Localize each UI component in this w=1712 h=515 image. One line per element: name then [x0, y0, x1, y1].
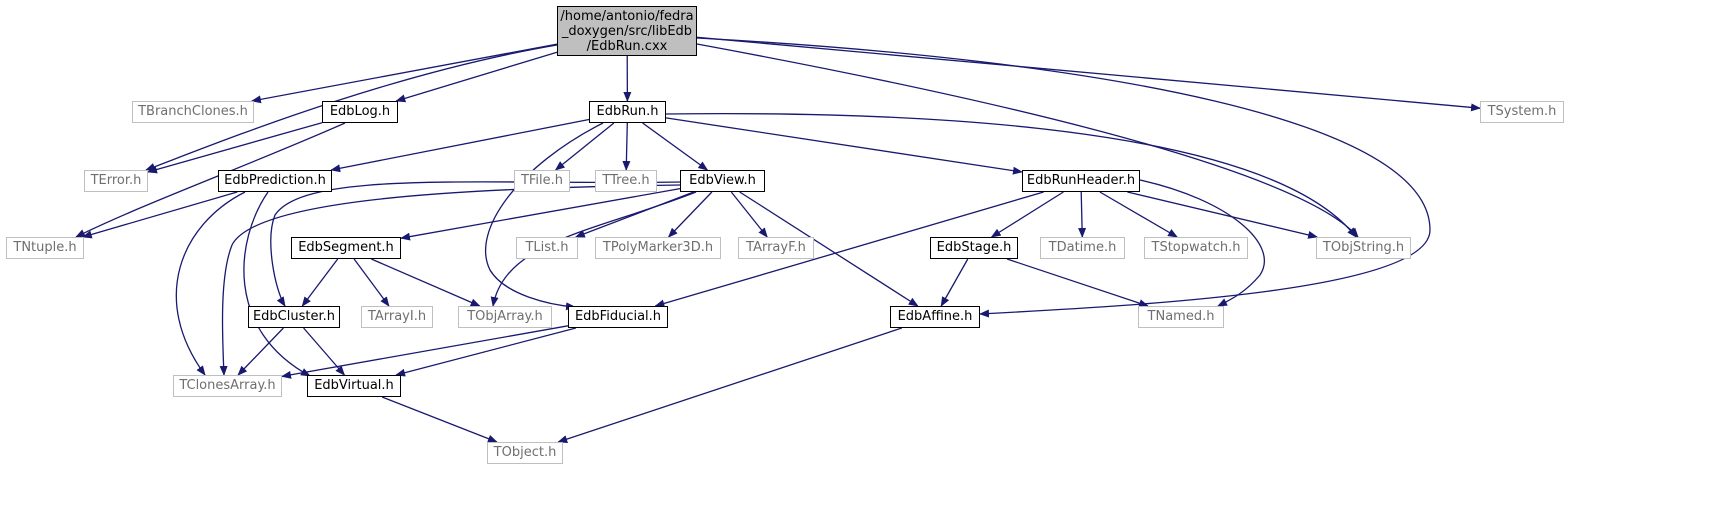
node-edbcluster[interactable]: EdbCluster.h — [248, 306, 340, 328]
node-label-tarrayf: TArrayF.h — [746, 240, 806, 255]
node-edbrunheader[interactable]: EdbRunHeader.h — [1022, 170, 1140, 192]
node-tsystem: TSystem.h — [1480, 101, 1564, 123]
edge-root-to-tobjstring — [696, 43, 1359, 238]
edge-edbrun-to-ttree — [622, 122, 631, 171]
node-label-tstopwatch: TStopwatch.h — [1151, 240, 1241, 255]
node-tobject: TObject.h — [487, 442, 563, 464]
edge-edbstage-to-edbaffine — [940, 258, 969, 307]
node-label-edbprediction: EdbPrediction.h — [224, 173, 326, 188]
node-root[interactable]: /home/antonio/fedra _doxygen/src/libEdb … — [557, 6, 697, 56]
edge-edbrunheader-to-edbstage — [990, 191, 1064, 238]
edge-edbcluster-to-edbvirtual — [303, 327, 346, 376]
edge-edbcluster-to-tclonesarray — [237, 327, 284, 376]
node-tclonesarray: TClonesArray.h — [173, 375, 282, 397]
node-label-edbrunheader: EdbRunHeader.h — [1026, 173, 1136, 188]
edge-edbrunheader-to-tnamed — [1139, 179, 1266, 307]
node-label-edbsegment: EdbSegment.h — [298, 240, 394, 255]
node-label-ttree: TTree.h — [602, 173, 650, 188]
node-label-tobject: TObject.h — [493, 445, 557, 460]
node-tfile: TFile.h — [514, 170, 570, 192]
edge-edbprediction-to-edbvirtual — [243, 191, 311, 377]
node-label-edbcluster: EdbCluster.h — [252, 309, 336, 324]
node-ttree: TTree.h — [595, 170, 657, 192]
node-tdatime: TDatime.h — [1040, 237, 1125, 259]
edge-edbvirtual-to-tobject — [381, 396, 498, 443]
node-edbfiducial[interactable]: EdbFiducial.h — [568, 306, 668, 328]
edge-edbview-to-tlist — [574, 191, 694, 238]
edge-edbprediction-to-tclonesarray — [175, 191, 246, 376]
node-label-terror: TError.h — [90, 173, 142, 188]
edge-edbrunheader-to-tdatime — [1078, 191, 1087, 238]
edge-edblog-to-tntuple — [75, 122, 346, 238]
edge-edbfiducial-to-tclonesarray — [281, 325, 569, 379]
node-label-edblog: EdbLog.h — [329, 104, 391, 119]
node-tlist: TList.h — [516, 237, 578, 259]
node-label-tfile: TFile.h — [520, 173, 564, 188]
node-label-tclonesarray: TClonesArray.h — [179, 378, 276, 393]
node-label-edbstage: EdbStage.h — [936, 240, 1012, 255]
node-edbview[interactable]: EdbView.h — [680, 170, 765, 192]
node-label-tarrayi: TArrayI.h — [367, 309, 427, 324]
node-label-edbrun: EdbRun.h — [596, 104, 659, 119]
node-label-tobjstring: TObjString.h — [1322, 240, 1405, 255]
node-label-tsystem: TSystem.h — [1487, 104, 1557, 119]
node-label-root: /home/antonio/fedra _doxygen/src/libEdb … — [560, 8, 694, 54]
node-tntuple: TNtuple.h — [6, 237, 84, 259]
node-tstopwatch: TStopwatch.h — [1144, 237, 1248, 259]
edge-edbsegment-to-tarrayi — [353, 258, 390, 307]
edge-root-to-tsystem — [696, 36, 1481, 112]
edge-edbstage-to-tnamed — [1006, 258, 1149, 307]
edge-edbaffine-to-tobject — [557, 327, 903, 443]
edge-edbrun-to-edbview — [642, 122, 709, 171]
node-edbrun[interactable]: EdbRun.h — [589, 101, 666, 123]
node-tarrayi: TArrayI.h — [361, 306, 433, 328]
edge-edbrunheader-to-tstopwatch — [1099, 191, 1178, 238]
node-tpolymarker3d: TPolyMarker3D.h — [595, 237, 721, 259]
node-label-tobjarray: TObjArray.h — [467, 309, 543, 324]
node-terror: TError.h — [84, 170, 148, 192]
node-label-edbvirtual: EdbVirtual.h — [314, 378, 394, 393]
edge-edbrun-to-tobjstring — [665, 113, 1357, 238]
node-tnamed: TNamed.h — [1138, 306, 1224, 328]
node-edbsegment[interactable]: EdbSegment.h — [291, 237, 401, 259]
edge-edbsegment-to-tobjarray — [371, 258, 481, 307]
edge-edbrun-to-edbfiducial — [484, 122, 604, 311]
node-edblog[interactable]: EdbLog.h — [322, 101, 398, 123]
edge-edblog-to-terror — [147, 122, 323, 174]
node-label-tdatime: TDatime.h — [1048, 240, 1117, 255]
edge-edbrun-to-tfile — [554, 122, 615, 171]
edge-edbrun-to-edbprediction — [330, 118, 590, 173]
edge-root-to-terror — [145, 44, 558, 171]
node-edbprediction[interactable]: EdbPrediction.h — [218, 170, 332, 192]
edge-edbrunheader-to-edbfiducial — [654, 191, 1044, 308]
node-edbstage[interactable]: EdbStage.h — [930, 237, 1018, 259]
edge-root-to-edblog — [395, 51, 558, 103]
node-label-edbview: EdbView.h — [689, 173, 756, 188]
node-label-tbranchclones: TBranchClones.h — [138, 104, 248, 119]
node-tarrayf: TArrayF.h — [738, 237, 814, 259]
node-tbranchclones: TBranchClones.h — [132, 101, 254, 123]
edge-edbview-to-edbaffine — [739, 191, 919, 307]
node-tobjarray: TObjArray.h — [458, 306, 552, 328]
edge-edbview-to-tpolymarker3d — [667, 191, 713, 238]
node-label-tnamed: TNamed.h — [1147, 309, 1215, 324]
node-tobjstring: TObjString.h — [1316, 237, 1411, 259]
node-label-tntuple: TNtuple.h — [13, 240, 77, 255]
edge-edbview-to-tarrayf — [730, 191, 768, 238]
edge-edbview-to-edbsegment — [400, 187, 681, 241]
edge-edbrunheader-to-tobjstring — [1127, 191, 1319, 239]
node-edbaffine[interactable]: EdbAffine.h — [890, 306, 980, 328]
edge-edbprediction-to-tntuple — [81, 191, 238, 239]
node-label-tlist: TList.h — [525, 240, 569, 255]
node-edbvirtual[interactable]: EdbVirtual.h — [307, 375, 401, 397]
node-label-tpolymarker3d: TPolyMarker3D.h — [602, 240, 714, 255]
edge-root-to-edbaffine — [696, 37, 1431, 318]
edge-edbsegment-to-edbcluster — [301, 258, 339, 307]
edge-root-to-tbranchclones — [250, 43, 558, 104]
node-label-edbfiducial: EdbFiducial.h — [574, 309, 662, 324]
edge-edbrun-to-edbrunheader — [665, 117, 1023, 175]
edge-edbfiducial-to-edbvirtual — [395, 327, 577, 377]
node-label-edbaffine: EdbAffine.h — [897, 309, 973, 324]
